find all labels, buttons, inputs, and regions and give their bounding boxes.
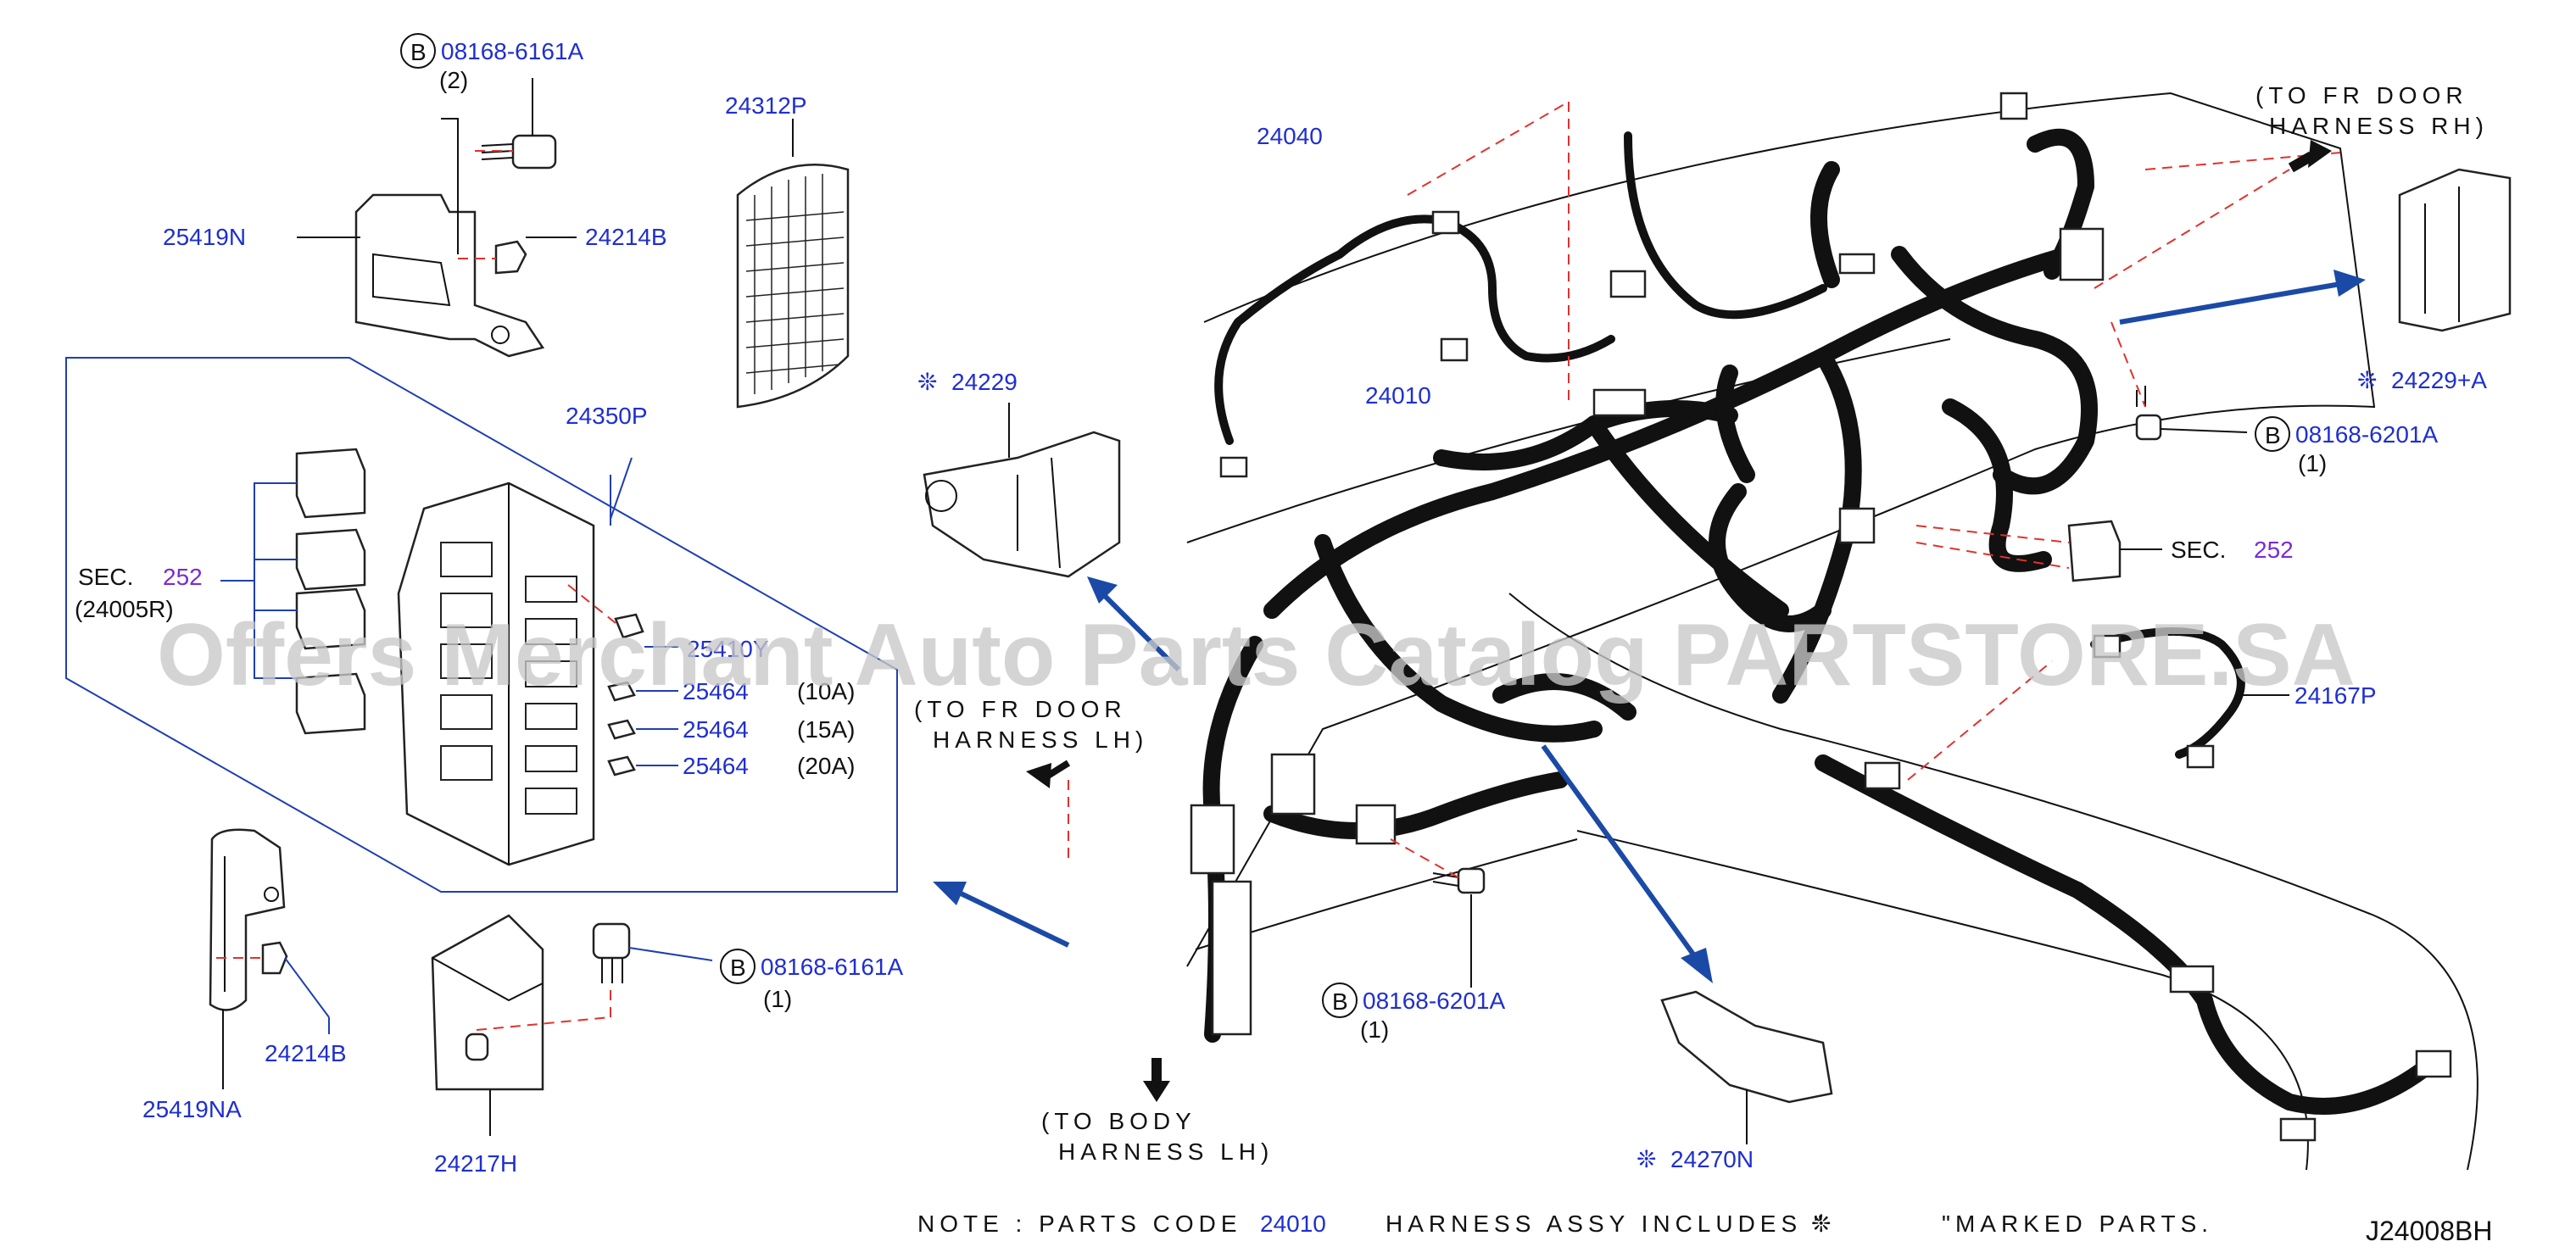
amp-15a: (15A)	[797, 716, 855, 743]
relay-group	[295, 448, 366, 735]
part-25419na[interactable]: 25419NA	[142, 1096, 242, 1122]
note-prefix: NOTE : PARTS CODE	[917, 1211, 1242, 1237]
asterisk-icon: ❊	[1636, 1146, 1656, 1172]
note-suffix: "MARKED PARTS.	[1942, 1211, 2213, 1237]
amp-20a: (20A)	[797, 753, 855, 779]
b-symbol-icon	[1322, 982, 1358, 1018]
sec-252-left[interactable]: 252	[163, 564, 203, 590]
part-24040[interactable]: 24040	[1257, 123, 1323, 149]
note-middle: HARNESS ASSY INCLUDES "	[1386, 1211, 1827, 1237]
sec-label-right: SEC.	[2171, 537, 2226, 563]
sec-label-left: SEC.	[78, 564, 133, 590]
part-24005r: (24005R)	[75, 596, 174, 622]
b-symbol-text: B	[2265, 422, 2281, 448]
part-24167p[interactable]: 24167P	[2294, 682, 2377, 709]
to-fr-door-lh-line1: (TO FR DOOR	[914, 696, 1127, 722]
nut-24214b-bottom	[261, 941, 288, 975]
fuse-block-24350p	[397, 481, 595, 866]
to-fr-door-rh-line1: (TO FR DOOR	[2255, 82, 2468, 109]
part-24229-a[interactable]: 24229+A	[2391, 367, 2487, 393]
part-25464-10a[interactable]: 25464	[683, 678, 749, 704]
b-symbol-text: B	[410, 39, 427, 65]
bolt-08168-6161a-top	[481, 134, 557, 170]
bracket-25419n	[354, 118, 545, 358]
part-24214b-bottom[interactable]: 24214B	[265, 1040, 347, 1066]
b-symbol-icon	[720, 949, 756, 984]
amp-10a: (10A)	[797, 678, 855, 704]
bracket-24270n	[1660, 990, 1833, 1104]
bolt-08168-6201a-mid	[1432, 867, 1486, 894]
qty-mid: (1)	[1360, 1016, 1389, 1043]
sub-harness-24040	[1214, 131, 1827, 445]
b-symbol-icon	[400, 33, 436, 69]
part-08168-6161a-bottom[interactable]: 08168-6161A	[761, 954, 903, 980]
diagram-code: J24008BH	[2366, 1216, 2492, 1246]
part-24229[interactable]: 24229	[951, 369, 1018, 395]
sub-harness-24167p	[2090, 627, 2245, 759]
part-25410y[interactable]: 25410Y	[687, 636, 769, 662]
qty-top: (2)	[439, 67, 468, 93]
part-24270n[interactable]: 24270N	[1670, 1146, 1754, 1172]
part-24217h[interactable]: 24217H	[434, 1150, 517, 1177]
b-symbol-text: B	[730, 955, 746, 981]
part-24010[interactable]: 24010	[1365, 382, 1431, 409]
bracket-24229	[923, 431, 1121, 578]
asterisk-icon: ❊	[917, 369, 937, 395]
watermark: Offers Merchant Auto Parts Catalog PARTS…	[157, 606, 2356, 704]
bracket-25419na	[209, 828, 286, 1011]
part-25464-15a[interactable]: 25464	[683, 716, 749, 743]
note-code[interactable]: 24010	[1260, 1211, 1326, 1237]
part-08168-6201a-right[interactable]: 08168-6201A	[2295, 421, 2438, 448]
fuse-25464-10a	[607, 681, 636, 702]
qty-right: (1)	[2298, 450, 2327, 476]
bolt-08168-6201a-right	[2135, 386, 2162, 441]
bolt-08168-6161a-bottom	[592, 922, 631, 983]
fuse-block-inset-frame	[65, 357, 898, 893]
fuse-25410y	[614, 613, 644, 639]
clip-24229-a	[2398, 168, 2512, 332]
asterisk-icon: ❊	[1811, 1211, 1831, 1237]
part-08168-6201a-mid[interactable]: 08168-6201A	[1363, 988, 1505, 1014]
part-24350p[interactable]: 24350P	[566, 403, 648, 429]
asterisk-icon: ❊	[2357, 367, 2377, 393]
to-body-line2: HARNESS LH)	[1058, 1138, 1274, 1165]
part-08168-6161a-top[interactable]: 08168-6161A	[441, 38, 583, 64]
connectors	[1190, 92, 2452, 1142]
connector-sec-252-right	[2067, 520, 2122, 582]
plate-24217h	[431, 914, 544, 1091]
to-body-line1: (TO BODY	[1041, 1108, 1196, 1134]
part-24214b-top[interactable]: 24214B	[585, 224, 667, 250]
nut-24214b-top	[494, 240, 527, 275]
part-25464-20a[interactable]: 25464	[683, 753, 749, 779]
part-24312p[interactable]: 24312P	[725, 92, 807, 119]
b-symbol-icon	[2255, 416, 2290, 452]
b-symbol-text: B	[1332, 988, 1348, 1015]
sec-252-right[interactable]: 252	[2254, 537, 2294, 563]
to-fr-door-lh-line2: HARNESS LH)	[933, 726, 1148, 753]
fuse-25464-15a	[607, 719, 636, 740]
fuse-25464-20a	[607, 755, 636, 777]
grille-24312p	[736, 164, 850, 409]
qty-bottom-left: (1)	[763, 986, 792, 1012]
part-25419n[interactable]: 25419N	[163, 224, 246, 250]
to-fr-door-rh-line2: HARNESS RH)	[2269, 113, 2489, 139]
